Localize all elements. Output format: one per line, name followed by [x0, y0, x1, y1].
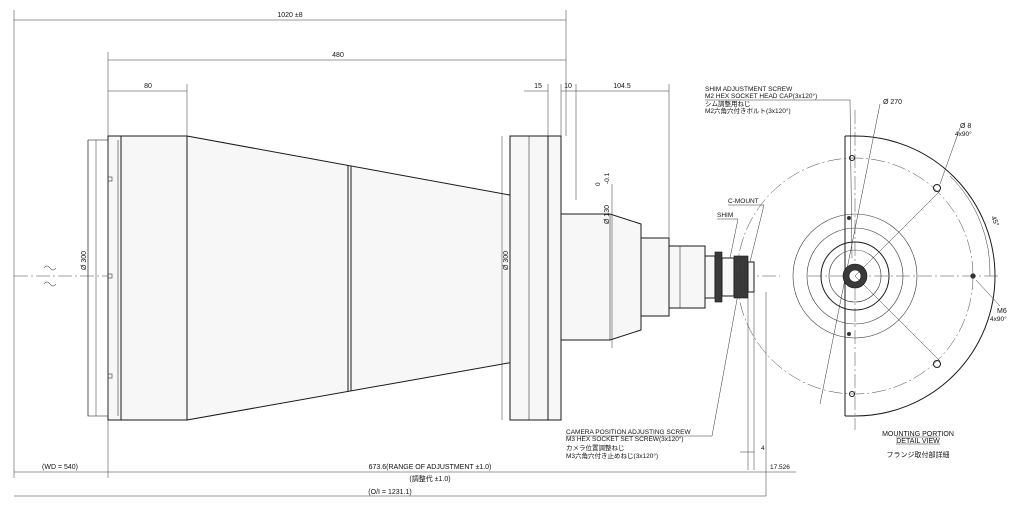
rear-tolerance-lower: -0.1: [604, 172, 611, 184]
dimension-lines: [14, 19, 796, 497]
flange-gap-label: 10: [564, 83, 572, 90]
flange-rear-plate: [547, 135, 562, 421]
detail-hole-count: 4x90°: [955, 130, 972, 138]
camera-screw-en2: M3 HEX SOCKET SET SCREW(3x120°): [566, 435, 684, 443]
adjustment-range-jp-label: (調整代 ±1.0): [409, 474, 450, 483]
mount-length-label: 4: [761, 445, 765, 452]
detail-hole-top: [849, 155, 855, 161]
shim-ring: [721, 257, 735, 297]
camera-screw-jp1: カメラ位置調整ねじ: [566, 443, 625, 452]
flange-back-label: 17.526: [770, 464, 790, 471]
callout-shim-screw: SHIM ADJUSTMENT SCREW M2 HEX SOCKET HEAD…: [705, 86, 853, 259]
front-section-label: 80: [144, 83, 152, 90]
focus-ring: [704, 255, 716, 299]
rear-diameter-label: Ø 130: [604, 205, 611, 224]
detail-bore-inner: [828, 249, 882, 303]
detail-title-en1: MOUNTING PORTION: [882, 431, 954, 438]
wd-break-symbol: [43, 265, 57, 287]
front-screw-mid: [107, 273, 113, 279]
lens-side-view: [87, 135, 755, 421]
front-screw-bottom: [107, 373, 113, 379]
detail-title-jp: フランジ取付部詳細: [887, 450, 950, 459]
detail-45-line-lower: [854, 275, 941, 362]
wd-label: (WD = 540): [42, 464, 78, 471]
detail-title-en2: DETAIL VIEW: [896, 438, 940, 445]
detail-outer-arc: [854, 135, 996, 417]
rear-tolerance-upper: 0: [595, 182, 602, 186]
detail-hole-bottom: [849, 391, 855, 397]
body-length-label: 480: [332, 52, 344, 59]
detail-thread-count: 4x90°: [990, 315, 1007, 323]
callout-c-mount: C-MOUNT: [728, 198, 765, 263]
shim-screw-jp1: シム調整用ねじ: [705, 99, 751, 108]
detail-angle-arc: [949, 175, 991, 277]
mount-face: [747, 261, 755, 293]
flange-thickness-label: 15: [534, 83, 542, 90]
detail-thread: M6: [997, 308, 1007, 315]
shim-screw-en1: SHIM ADJUSTMENT SCREW: [705, 86, 793, 93]
detail-inner-circle-1: [792, 213, 918, 339]
oi-label: (O/I = 1231.1): [368, 489, 411, 496]
extension-lines: [13, 10, 767, 496]
mount-adapter: [714, 251, 723, 303]
flange-diameter-label: Ø 300: [503, 251, 510, 270]
shim-screw-en2: M2 HEX SOCKET HEAD CAP(3x120°): [705, 92, 817, 100]
shim-label: SHIM: [717, 212, 733, 219]
callout-camera-screw: CAMERA POSITION ADJUSTING SCREW M3 HEX S…: [566, 293, 739, 460]
camera-screw-en1: CAMERA POSITION ADJUSTING SCREW: [566, 429, 691, 436]
callout-shim: SHIM: [717, 212, 739, 259]
detail-45-line-upper: [854, 190, 941, 277]
detail-set-screw-2: [847, 332, 851, 336]
adjustment-range-label: 673.6(RANGE OF ADJUSTMENT ±1.0): [369, 464, 492, 471]
detail-hole-lower: [933, 360, 941, 368]
mounting-detail-view: [736, 103, 1001, 417]
front-glass: [87, 139, 109, 417]
rear-housing: [560, 213, 642, 341]
detail-thread-leader: [975, 279, 1001, 307]
tail-tube-2: [668, 245, 706, 309]
detail-thread-hole: [970, 273, 976, 279]
front-cylinder: [120, 135, 188, 421]
front-screw-top: [107, 176, 113, 182]
detail-hole-upper: [933, 184, 941, 192]
rear-length-label: 104.5: [613, 83, 631, 90]
detail-angle: 45°: [989, 215, 1000, 228]
detail-diameter-leader: [819, 103, 881, 405]
camera-screw-jp2: M3六角穴付き止めねじ(3x120°): [566, 451, 658, 460]
detail-outer-diameter: Ø 270: [883, 99, 902, 106]
c-mount-label: C-MOUNT: [728, 198, 759, 205]
detail-set-screw-1: [847, 216, 851, 220]
detail-hole-leader: [939, 127, 961, 185]
front-diameter-label: Ø 300: [81, 251, 88, 270]
tail-tube: [640, 237, 670, 317]
overall-length-label: 1020 ±8: [277, 12, 302, 19]
shim-screw-jp2: M2六角穴付きボルト(3x120°): [705, 106, 791, 115]
detail-hole-diameter: Ø 8: [960, 123, 971, 130]
detail-bore: [820, 241, 890, 311]
cone-body: [186, 135, 549, 421]
